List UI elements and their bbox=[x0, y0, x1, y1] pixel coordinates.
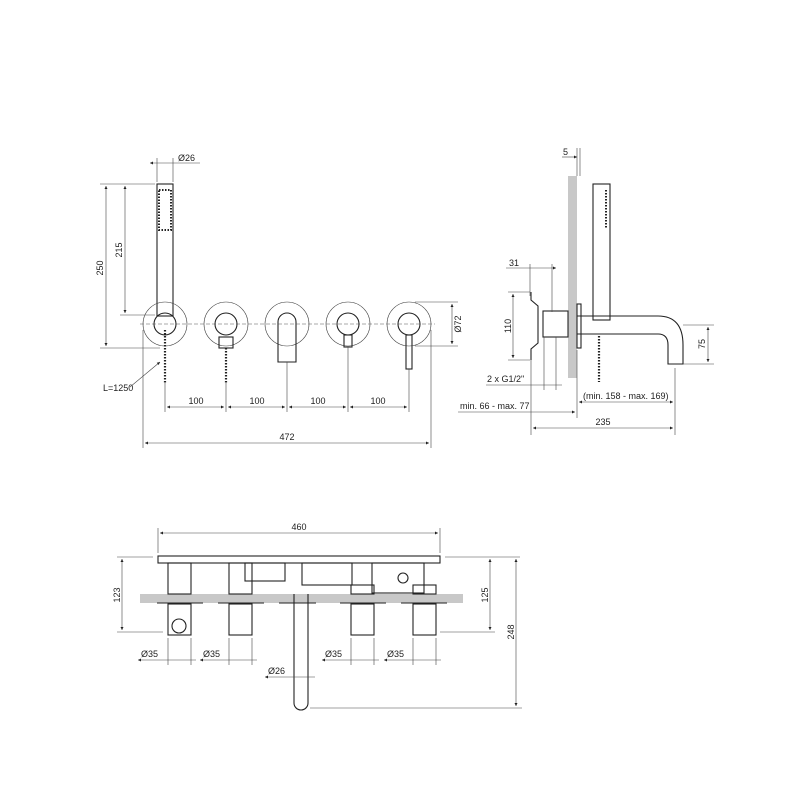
dim-wall-range: min. 66 - max. 77 bbox=[460, 401, 530, 411]
handshower-side bbox=[592, 183, 611, 321]
front-view: Ø26 250 215 Ø72 L=1250 100 100 100 100 4… bbox=[95, 153, 463, 448]
deck bbox=[140, 594, 463, 603]
handshower-nozzles bbox=[158, 189, 172, 231]
top-view: 460 123 125 248 Ø35 Ø35 Ø35 Ø35 Ø26 bbox=[112, 522, 522, 711]
dim-diameter-2: Ø35 bbox=[203, 649, 220, 659]
dim-spacing-2: 100 bbox=[249, 396, 264, 406]
dim-handshower-height: 215 bbox=[114, 242, 124, 257]
deck-units bbox=[157, 562, 447, 636]
dim-left-height: 123 bbox=[112, 587, 122, 602]
dim-plate: 5 bbox=[563, 147, 568, 157]
mounting-box bbox=[530, 292, 539, 360]
dim-width: 460 bbox=[291, 522, 306, 532]
spout-top bbox=[293, 594, 309, 711]
dim-diameter-1: Ø35 bbox=[141, 649, 158, 659]
dim-spacing-4: 100 bbox=[370, 396, 385, 406]
wall bbox=[568, 176, 577, 378]
dim-right-height: 125 bbox=[480, 587, 490, 602]
dim-handshower-diameter: Ø26 bbox=[178, 153, 195, 163]
dim-spacing-3: 100 bbox=[310, 396, 325, 406]
dim-total-depth: 235 bbox=[595, 417, 610, 427]
rosette-side bbox=[576, 303, 582, 349]
dim-spacing-1: 100 bbox=[188, 396, 203, 406]
valve-body bbox=[542, 310, 569, 338]
dim-total-width: 472 bbox=[279, 432, 294, 442]
dim-hose-length: L=1250 bbox=[103, 383, 133, 393]
dim-rosette-diameter: Ø72 bbox=[453, 315, 463, 332]
dim-depth: 31 bbox=[509, 258, 519, 268]
dim-spout-range: (min. 158 - max. 169) bbox=[583, 391, 669, 401]
handshower bbox=[156, 183, 174, 317]
top-plate bbox=[157, 555, 441, 564]
rosettes bbox=[140, 301, 435, 370]
dim-spout-height: 75 bbox=[697, 339, 707, 349]
dim-connections: 2 x G1/2" bbox=[487, 374, 524, 384]
dim-total-height: 248 bbox=[506, 624, 516, 639]
dim-diameter-3: Ø35 bbox=[325, 649, 342, 659]
dim-diameter-4: Ø35 bbox=[387, 649, 404, 659]
dim-box-height: 110 bbox=[503, 319, 513, 333]
side-view: 5 31 110 2 x G1/2" (min. 158 - max. 169)… bbox=[458, 147, 714, 435]
dim-spout-diameter: Ø26 bbox=[268, 666, 285, 676]
spout bbox=[577, 315, 684, 365]
dim-total-height: 250 bbox=[95, 260, 105, 275]
